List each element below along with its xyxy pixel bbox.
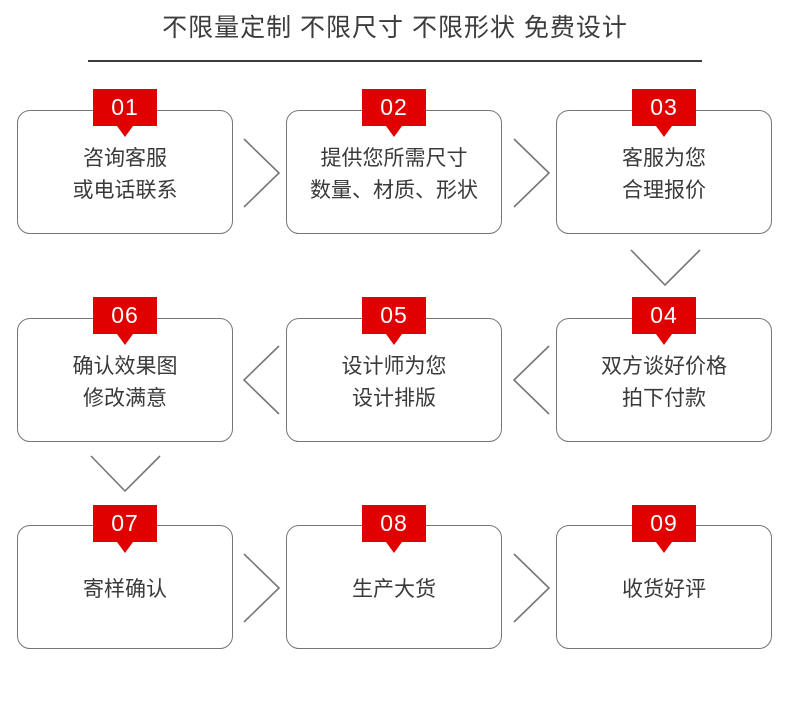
step-label-04: 双方谈好价格 拍下付款 [601,355,727,410]
title-divider [88,60,702,62]
step-badge-01: 01 [93,89,157,137]
step-badge-08: 08 [362,505,426,553]
step-label-05: 设计师为您 设计排版 [341,355,447,410]
connector-03-to-04-icon [630,249,702,287]
step-label-06: 确认效果图 修改满意 [72,355,178,410]
step-badge-03: 03 [632,89,696,137]
connector-01-to-02-icon [243,138,281,208]
step-label-09: 收货好评 [622,578,706,601]
connector-08-to-09-icon [513,553,551,623]
step-label-07: 寄样确认 [83,578,167,601]
connector-04-to-05-icon [512,345,551,415]
connector-06-to-07-icon [90,455,162,493]
step-label-03: 客服为您 合理报价 [622,147,706,202]
step-badge-05: 05 [362,297,426,345]
step-badge-02: 02 [362,89,426,137]
step-label-02: 提供您所需尺寸 数量、材质、形状 [310,147,478,202]
step-badge-06: 06 [93,297,157,345]
step-badge-04: 04 [632,297,696,345]
step-badge-07: 07 [93,505,157,553]
step-box-05[interactable]: 设计师为您 设计排版 [286,318,502,442]
page-title: 不限量定制 不限尺寸 不限形状 免费设计 [162,14,628,42]
step-label-08: 生产大货 [352,578,436,601]
connector-02-to-03-icon [513,138,551,208]
step-label-01: 咨询客服 或电话联系 [72,147,178,202]
connector-05-to-06-icon [242,345,281,415]
step-badge-09: 09 [632,505,696,553]
connector-07-to-08-icon [243,553,281,623]
